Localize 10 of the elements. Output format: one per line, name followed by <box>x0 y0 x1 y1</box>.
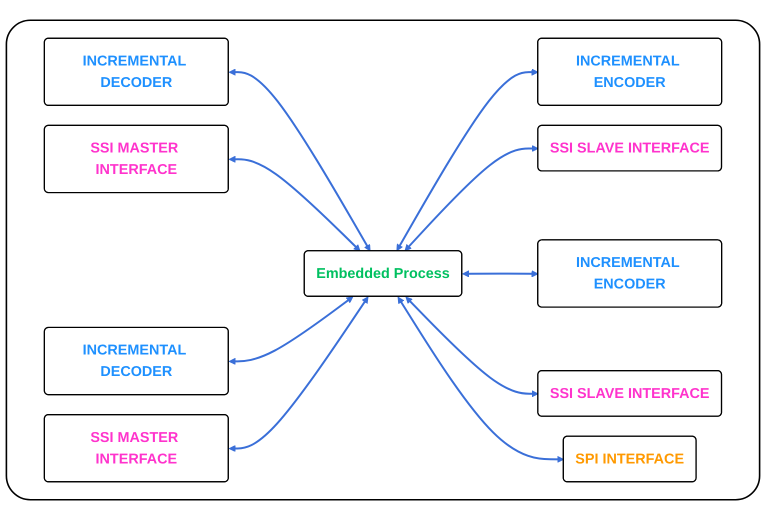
arrow <box>405 296 539 398</box>
arrow <box>396 68 538 252</box>
arrow <box>228 68 371 252</box>
arrow <box>398 296 564 463</box>
arrow <box>462 270 538 278</box>
arrow <box>228 296 368 452</box>
arrow <box>228 296 354 365</box>
arrow <box>228 156 360 252</box>
cluster <box>6 19 760 501</box>
arrow <box>404 144 539 252</box>
